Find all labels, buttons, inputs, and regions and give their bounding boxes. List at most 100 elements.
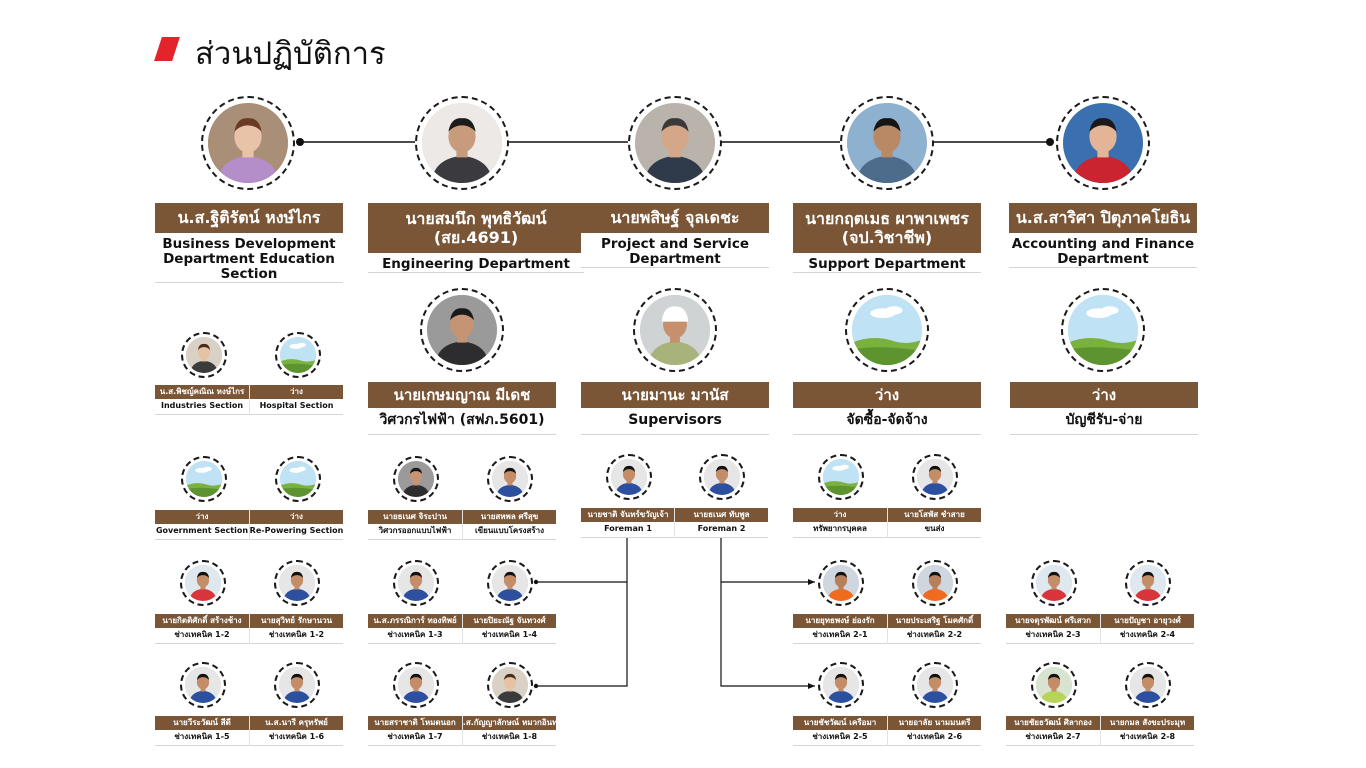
person-role: วิศวกรไฟฟ้า (สฟภ.5601) [368, 408, 556, 435]
technician-photo [818, 560, 864, 606]
technician-photo [1031, 560, 1077, 606]
person-role: จัดซื้อ-จัดจ้าง [793, 408, 981, 435]
sub-head-label: นายเกษมญาณ มีเดชวิศวกรไฟฟ้า (สฟภ.5601) [368, 382, 556, 435]
person-role: Government Section [155, 524, 249, 540]
person-name: ว่าง [793, 508, 887, 522]
section-photo [487, 456, 533, 502]
person-name: นายชัชวัฒน์ เครือมา [793, 716, 887, 730]
person-role: ช่างเทคนิค 2-7 [1006, 730, 1100, 746]
person-name: นายกมล สังขะประมุท [1101, 716, 1194, 730]
technician-label: นายปิยะณัฐ จันทวงศ์ช่างเทคนิค 1-4 [462, 614, 556, 644]
technician-label: นายชัยธวัฒน์ ศิลากองช่างเทคนิค 2-7 [1006, 716, 1100, 746]
section-photo [393, 456, 439, 502]
section-photo [275, 456, 321, 502]
technician-photo [818, 662, 864, 708]
sub-head-label: ว่างจัดซื้อ-จัดจ้าง [793, 382, 981, 435]
technician-label: นายชัชวัฒน์ เครือมาช่างเทคนิค 2-5 [793, 716, 887, 746]
person-role: Re-Powering Section [250, 524, 343, 540]
technician-photo [180, 560, 226, 606]
person-name: นายวีระวัฒน์ สีดี [155, 716, 249, 730]
technician-label: น.ส.ภรรณิการ์ ทองทิพย์ช่างเทคนิค 1-3 [368, 614, 462, 644]
person-name: นายชัยธวัฒน์ ศิลากอง [1006, 716, 1100, 730]
technician-label: นายกมล สังขะประมุทช่างเทคนิค 2-8 [1100, 716, 1194, 746]
person-name: ว่าง [250, 510, 343, 524]
person-role: Foreman 2 [675, 522, 768, 538]
person-role: Accounting and Finance Department [1009, 233, 1197, 268]
section-photo [912, 454, 958, 500]
technician-photo [912, 662, 958, 708]
person-name: นายสราชาติ โหมดนอก [368, 716, 462, 730]
person-role: Engineering Department [368, 253, 584, 273]
section-photo [181, 456, 227, 502]
technician-label: น.ส.กัญญาลักษณ์ หมวกอินทร์ช่างเทคนิค 1-8 [462, 716, 556, 746]
person-role: ขนส่ง [888, 522, 981, 538]
technician-label: นายอาลัย นามมนตรีช่างเทคนิค 2-6 [887, 716, 981, 746]
section-label: ว่างทรัพยากรบุคคล [793, 508, 887, 538]
person-name: น.ส.พิชญ์คณิณ หงษ์ไกร [155, 385, 249, 399]
sub-head-photo [420, 288, 504, 372]
person-name: ว่าง [1010, 382, 1198, 408]
person-name: ว่าง [793, 382, 981, 408]
person-role: ช่างเทคนิค 2-1 [793, 628, 887, 644]
person-role: Project and Service Department [581, 233, 769, 268]
sub-head-photo [633, 288, 717, 372]
person-role: ช่างเทคนิค 1-2 [155, 628, 249, 644]
technician-photo [487, 662, 533, 708]
technician-photo [393, 560, 439, 606]
section-label: นายโสพัส ชำสายขนส่ง [887, 508, 981, 538]
page-title: ส่วนปฏิบัติการ [195, 36, 386, 72]
person-role: ช่างเทคนิค 1-4 [463, 628, 556, 644]
person-name: ว่าง [250, 385, 343, 399]
section-photo [606, 454, 652, 500]
person-name: นายโสพัส ชำสาย [888, 508, 981, 522]
person-role: Supervisors [581, 408, 769, 435]
person-role: ช่างเทคนิค 2-4 [1101, 628, 1194, 644]
department-head-photo [840, 96, 934, 190]
technician-photo [487, 560, 533, 606]
person-role: ช่างเทคนิค 2-6 [888, 730, 981, 746]
section-photo [181, 332, 227, 378]
sub-head-photo [1061, 288, 1145, 372]
person-name: นายสุวิทย์ รักษานวน [250, 614, 343, 628]
technician-label: นายสราชาติ โหมดนอกช่างเทคนิค 1-7 [368, 716, 462, 746]
person-role: ทรัพยากรบุคคล [793, 522, 887, 538]
person-role: ช่างเทคนิค 1-6 [250, 730, 343, 746]
person-role: Business Development Department Educatio… [155, 233, 343, 283]
person-role: Industries Section [155, 399, 249, 415]
technician-label: นายสุวิทย์ รักษานวนช่างเทคนิค 1-2 [249, 614, 343, 644]
section-label: นายสหพล ศรีสุขเขียนแบบโครงสร้าง [462, 510, 556, 540]
technician-photo [1125, 662, 1171, 708]
technician-photo [393, 662, 439, 708]
person-name: นายมานะ มานัส [581, 382, 769, 408]
person-name: นายปัญชา อายุวงศ์ [1101, 614, 1194, 628]
technician-photo [274, 662, 320, 708]
section-photo [699, 454, 745, 500]
person-role: ช่างเทคนิค 1-8 [463, 730, 556, 746]
department-label: นายสมนึก พุทธิวัฒน์ (สย.4691)Engineering… [368, 203, 584, 273]
person-name: น.ส.นารี ครุทรัพย์ [250, 716, 343, 730]
technician-photo [1125, 560, 1171, 606]
person-name: นายชาติ จันทร์ขวัญเจ้า [581, 508, 675, 522]
person-role: Foreman 1 [581, 522, 675, 538]
person-role: ช่างเทคนิค 1-7 [368, 730, 462, 746]
technician-label: นายปัญชา อายุวงศ์ช่างเทคนิค 2-4 [1100, 614, 1194, 644]
person-name: นายประเสริฐ โมคศักดิ์ [888, 614, 981, 628]
person-name: นายกิตติศักดิ์ สร้างช้าง [155, 614, 249, 628]
person-role: ช่างเทคนิค 1-2 [250, 628, 343, 644]
department-head-photo [415, 96, 509, 190]
person-role: เขียนแบบโครงสร้าง [463, 524, 556, 540]
person-name: นายอาลัย นามมนตรี [888, 716, 981, 730]
technician-label: นายวีระวัฒน์ สีดีช่างเทคนิค 1-5 [155, 716, 249, 746]
technician-label: นายประเสริฐ โมคศักดิ์ช่างเทคนิค 2-2 [887, 614, 981, 644]
section-photo [275, 332, 321, 378]
person-role: ช่างเทคนิค 2-8 [1101, 730, 1194, 746]
sub-head-photo [845, 288, 929, 372]
person-name: น.ส.ภรรณิการ์ ทองทิพย์ [368, 614, 462, 628]
person-role: ช่างเทคนิค 2-2 [888, 628, 981, 644]
